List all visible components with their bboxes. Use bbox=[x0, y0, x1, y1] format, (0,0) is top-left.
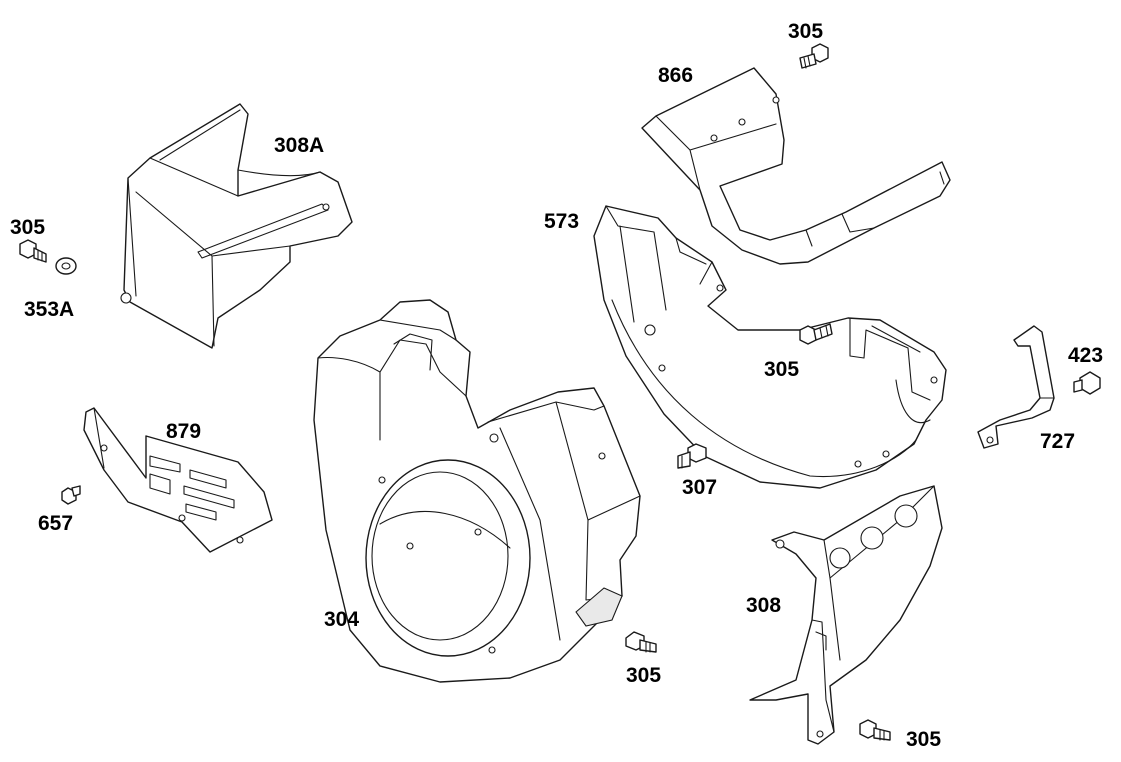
callout-305-lowright: 305 bbox=[906, 728, 941, 751]
callout-305-mid: 305 bbox=[764, 358, 799, 381]
part-304-blower-housing bbox=[313, 299, 641, 683]
part-866-top-cover bbox=[641, 67, 951, 265]
part-308-side-shield bbox=[749, 485, 943, 745]
part-305-screw-mid bbox=[799, 323, 833, 345]
part-879-baffle bbox=[83, 407, 273, 553]
callout-305-top: 305 bbox=[788, 20, 823, 43]
part-305-screw-lowright bbox=[859, 719, 891, 741]
part-305-screw-bottom bbox=[625, 631, 657, 653]
callout-304: 304 bbox=[324, 608, 359, 631]
callout-305-left: 305 bbox=[10, 216, 45, 239]
callout-308: 308 bbox=[746, 594, 781, 617]
part-657-screw bbox=[61, 485, 81, 505]
part-727-bracket bbox=[977, 325, 1055, 449]
callout-305-bottom: 305 bbox=[626, 664, 661, 687]
callout-353A: 353A bbox=[24, 298, 74, 321]
part-353A-lock-washer bbox=[55, 257, 77, 275]
part-308A-shroud bbox=[120, 103, 353, 349]
callout-423: 423 bbox=[1068, 344, 1103, 367]
part-423-screw bbox=[1073, 371, 1101, 395]
callout-307: 307 bbox=[682, 476, 717, 499]
callout-573: 573 bbox=[544, 210, 579, 233]
callout-879: 879 bbox=[166, 420, 201, 443]
part-305-screw-left bbox=[19, 239, 47, 263]
part-573-back-plate bbox=[593, 205, 947, 489]
callout-866: 866 bbox=[658, 64, 693, 87]
part-305-screw-top bbox=[799, 43, 829, 69]
callout-657: 657 bbox=[38, 512, 73, 535]
callout-308A: 308A bbox=[274, 134, 324, 157]
callout-727: 727 bbox=[1040, 430, 1075, 453]
part-307-screw bbox=[677, 443, 707, 469]
